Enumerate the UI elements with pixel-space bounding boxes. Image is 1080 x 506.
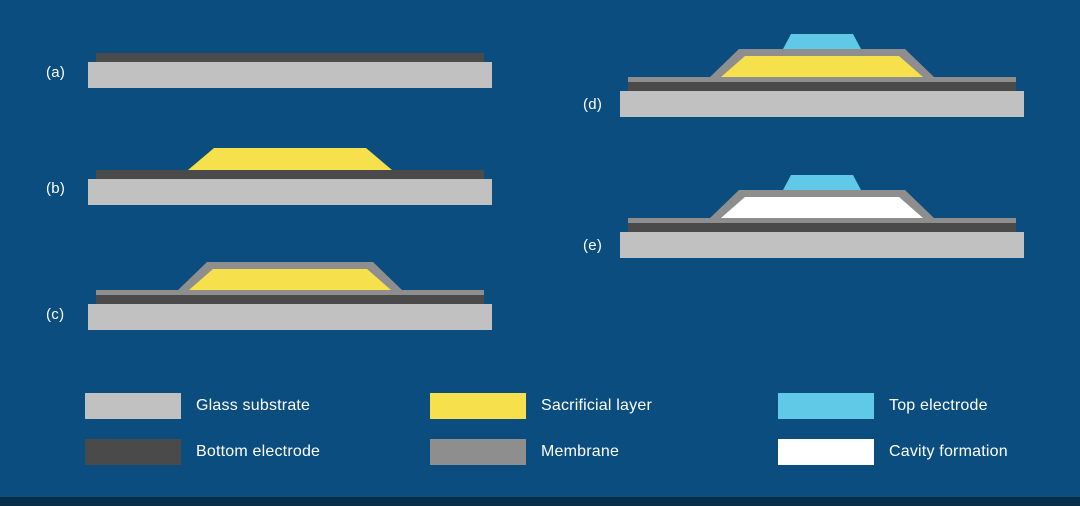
membrane-swatch: [430, 439, 526, 465]
legend-label: Membrane: [541, 443, 620, 460]
bottom-electrode-layer: [628, 223, 1016, 232]
bottom-electrode-layer: [628, 82, 1016, 91]
sacrificial-layer: [721, 56, 923, 77]
top-electrode-swatch: [778, 393, 874, 419]
panel-d-wafer: [620, 34, 1024, 117]
membrane-layer: [628, 218, 1016, 223]
panel-label-b: (b): [46, 180, 66, 197]
legend-label: Cavity formation: [889, 443, 1008, 460]
bottom-electrode-swatch: [85, 439, 181, 465]
panel-label-a: (a): [46, 64, 66, 81]
cavity-formation-swatch: [778, 439, 874, 465]
legend-label: Bottom electrode: [196, 443, 321, 460]
panel-label-d: (d): [583, 96, 603, 113]
panel-label-c: (c): [46, 306, 65, 323]
membrane-layer: [96, 290, 484, 295]
legend-item-bottom-electrode: Bottom electrode: [85, 439, 320, 465]
sacrificial-layer: [188, 148, 392, 170]
glass-substrate-swatch: [85, 393, 181, 419]
panel-b-wafer: [88, 148, 492, 205]
bottom-electrode-layer: [96, 295, 484, 304]
membrane-layer: [628, 77, 1016, 82]
membrane-layer: [710, 49, 934, 77]
footer-accent-bar: [0, 497, 1080, 506]
panel-c-wafer: [88, 262, 492, 330]
sacrificial-layer: [189, 269, 391, 290]
legend-item-membrane: Membrane: [430, 439, 619, 465]
membrane-layer: [710, 190, 934, 218]
legend-label: Glass substrate: [196, 397, 311, 414]
legend-label: Top electrode: [889, 397, 988, 414]
bottom-electrode-layer: [96, 53, 484, 62]
glass-substrate-layer: [88, 179, 492, 205]
sacrificial-layer-swatch: [430, 393, 526, 419]
panel-e-wafer: [620, 175, 1024, 258]
top-electrode-layer: [783, 175, 861, 190]
glass-substrate-layer: [88, 62, 492, 88]
legend-item-cavity-formation: Cavity formation: [778, 439, 1008, 465]
bottom-electrode-layer: [96, 170, 484, 179]
glass-substrate-layer: [620, 232, 1024, 258]
cavity-layer: [721, 197, 923, 218]
panel-label-e: (e): [583, 237, 603, 254]
legend-item-glass-substrate: Glass substrate: [85, 393, 310, 419]
legend-item-sacrificial-layer: Sacrificial layer: [430, 393, 652, 419]
glass-substrate-layer: [88, 304, 492, 330]
legend-item-top-electrode: Top electrode: [778, 393, 988, 419]
glass-substrate-layer: [620, 91, 1024, 117]
top-electrode-layer: [783, 34, 861, 49]
membrane-layer: [178, 262, 402, 290]
panel-a-wafer: [88, 53, 492, 88]
legend-label: Sacrificial layer: [541, 397, 652, 414]
